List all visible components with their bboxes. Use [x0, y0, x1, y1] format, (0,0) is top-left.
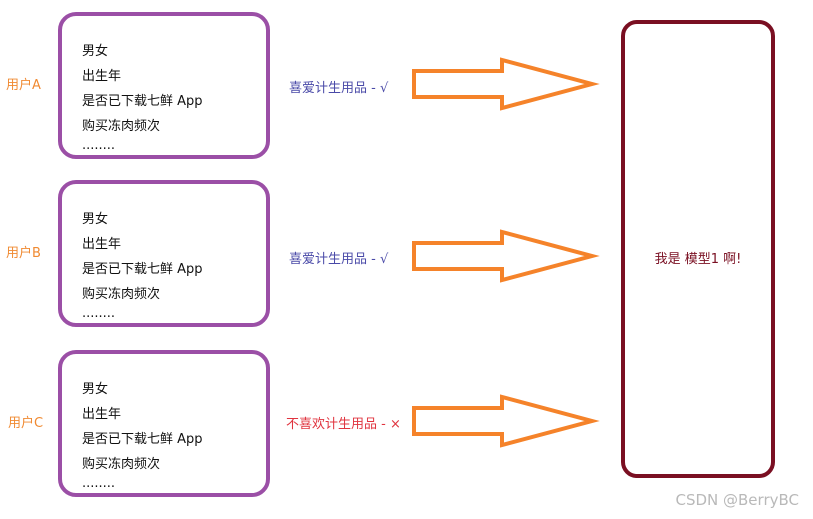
user-b-feature-card: 男女 出生年 是否已下载七鲜 App 购买冻肉频次 ........ [58, 180, 270, 327]
feature-ellipsis: ........ [82, 306, 116, 321]
feature-frozen-meat-frequency: 购买冻肉频次 [82, 119, 161, 134]
user-c-feature-card: 男女 出生年 是否已下载七鲜 App 购买冻肉频次 ........ [58, 350, 270, 497]
feature-birth-year: 出生年 [82, 69, 122, 84]
user-b-arrow-icon [412, 229, 600, 283]
user-c-result: 不喜欢计生用品 - × [286, 417, 401, 432]
feature-app-downloaded: 是否已下载七鲜 App [82, 94, 203, 109]
user-a-label: 用户A [6, 78, 41, 93]
model-box: 我是 模型1 啊! [621, 20, 775, 478]
feature-app-downloaded: 是否已下载七鲜 App [82, 432, 203, 447]
feature-gender: 男女 [82, 212, 109, 227]
feature-frozen-meat-frequency: 购买冻肉频次 [82, 457, 161, 472]
user-c-arrow-icon [412, 394, 600, 448]
watermark: CSDN @BerryBC [675, 491, 799, 509]
feature-gender: 男女 [82, 44, 109, 59]
feature-gender: 男女 [82, 382, 109, 397]
feature-ellipsis: ........ [82, 476, 116, 491]
user-a-feature-card: 男女 出生年 是否已下载七鲜 App 购买冻肉频次 ........ [58, 12, 270, 159]
model-label: 我是 模型1 啊! [654, 252, 742, 267]
user-c-label: 用户C [8, 416, 44, 431]
user-a-arrow-icon [412, 57, 600, 111]
feature-ellipsis: ........ [82, 138, 116, 153]
feature-app-downloaded: 是否已下载七鲜 App [82, 262, 203, 277]
feature-birth-year: 出生年 [82, 407, 122, 422]
user-b-label: 用户B [6, 246, 41, 261]
feature-birth-year: 出生年 [82, 237, 122, 252]
feature-frozen-meat-frequency: 购买冻肉频次 [82, 287, 161, 302]
user-b-result: 喜爱计生用品 - √ [289, 252, 389, 267]
user-a-result: 喜爱计生用品 - √ [289, 81, 389, 96]
